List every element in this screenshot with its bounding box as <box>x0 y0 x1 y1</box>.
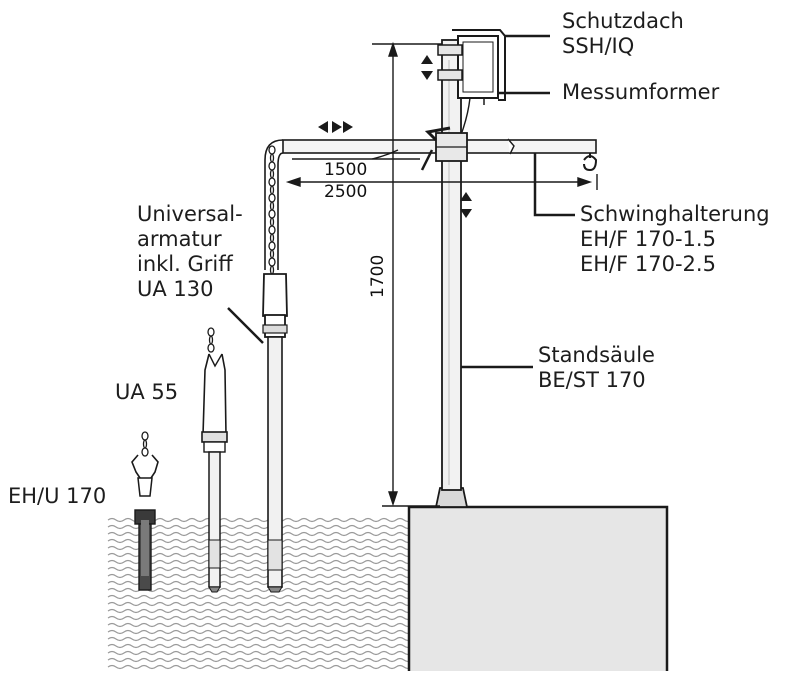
chain-ua55 <box>207 327 215 353</box>
move-arrows <box>318 55 472 218</box>
length-dimension <box>285 149 598 190</box>
chain-link <box>269 265 275 275</box>
transmitter-housing <box>457 35 499 99</box>
chain-link <box>268 225 276 235</box>
chain-link <box>269 249 275 259</box>
wave-line <box>107 545 413 551</box>
dimension-1700: 1700 <box>368 254 388 298</box>
wave-line <box>107 538 413 544</box>
armature-ua55 <box>201 353 228 593</box>
wave-line <box>107 664 413 670</box>
chain-link <box>269 233 275 243</box>
wave-line <box>107 643 413 649</box>
chain-link <box>268 241 276 251</box>
wave-line <box>107 636 413 642</box>
wave-line <box>107 559 413 565</box>
chain-link <box>207 343 215 353</box>
wave-line <box>107 629 413 635</box>
height-dimension <box>372 41 442 507</box>
wave-line <box>107 650 413 656</box>
chain <box>268 145 276 275</box>
label-universalarmatur: Universal- armatur inkl. Griff UA 130 <box>137 202 243 301</box>
pole-base-plate <box>434 487 469 508</box>
wave-line <box>107 601 413 607</box>
swing-arm-bend <box>264 139 284 270</box>
water-surface <box>107 517 413 670</box>
chain-link <box>269 217 275 227</box>
chain-link <box>269 169 275 179</box>
chain-link <box>207 327 215 337</box>
label-ua55: UA 55 <box>115 380 179 404</box>
label-ehu170: EH/U 170 <box>8 484 107 508</box>
chain-link <box>268 209 276 219</box>
label-messumformer: Messumformer <box>562 80 720 104</box>
chain-ehu <box>141 431 149 457</box>
dimension-1500: 1500 <box>324 160 368 180</box>
wave-line <box>107 524 413 530</box>
chain-link <box>141 447 149 457</box>
chain-link <box>269 185 275 195</box>
label-schwinghalterung: Schwinghalterung EH/F 170-1.5 EH/F 170-2… <box>580 202 770 276</box>
chain-link <box>268 161 276 171</box>
chain-link <box>268 257 276 267</box>
wave-line <box>107 566 413 572</box>
label-schutzdach: Schutzdach SSH/IQ <box>562 9 684 58</box>
label-standsaeule: Standsäule BE/ST 170 <box>538 343 655 392</box>
chain-link <box>141 431 149 441</box>
chain-link <box>208 335 214 345</box>
dimension-2500: 2500 <box>324 182 368 202</box>
chain-link <box>142 439 148 449</box>
wave-line <box>107 594 413 600</box>
sensor-ehu170 <box>131 454 159 591</box>
chain-link <box>268 193 276 203</box>
chain-link <box>268 177 276 187</box>
wave-line <box>107 657 413 663</box>
concrete-foundation <box>407 505 669 676</box>
wave-line <box>107 531 413 537</box>
wave-line <box>107 517 413 523</box>
chain-link <box>269 153 275 163</box>
wave-line <box>107 587 413 593</box>
wave-line <box>107 552 413 558</box>
armature-ua130 <box>262 273 288 593</box>
wave-line <box>107 580 413 586</box>
wave-line <box>107 573 413 579</box>
chain-link <box>269 201 275 211</box>
arm-end-hook <box>583 153 598 172</box>
wave-line <box>107 608 413 614</box>
clamp-handle <box>424 126 451 142</box>
wave-line <box>107 615 413 621</box>
leader-lines <box>227 34 575 369</box>
wave-line <box>107 622 413 628</box>
standing-pole <box>441 39 462 491</box>
chain-link <box>268 145 276 155</box>
